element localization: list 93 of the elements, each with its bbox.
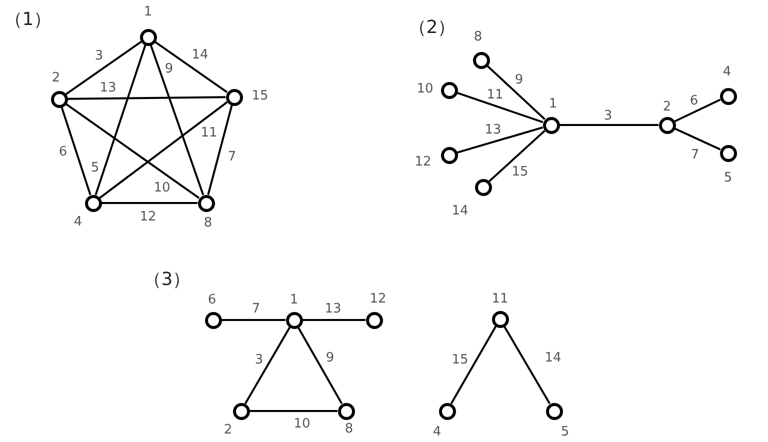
edge-label: 10 xyxy=(152,182,172,194)
vertex-circle xyxy=(440,82,458,98)
vertex-circle xyxy=(546,402,562,420)
edge-label: 3 xyxy=(254,354,264,366)
edge-line xyxy=(674,128,721,150)
vertex-number: 4 xyxy=(74,216,82,228)
vertex-circle xyxy=(720,88,736,104)
vertex-number: 14 xyxy=(452,204,468,218)
edge-line xyxy=(503,326,551,404)
edge-label: 11 xyxy=(486,88,504,102)
vertex-number: 10 xyxy=(416,82,434,96)
vertex-circle xyxy=(338,402,354,420)
edge-label: 14 xyxy=(544,352,562,364)
edge-label: 9 xyxy=(514,74,524,86)
edge-label: 15 xyxy=(450,354,470,366)
vertex-circle xyxy=(658,116,676,134)
panel-heading: （1） xyxy=(4,11,52,29)
vertex-number: 2 xyxy=(662,100,672,114)
vertex-number: 5 xyxy=(560,426,570,438)
vertex-circle xyxy=(226,88,242,106)
vertex-circle xyxy=(204,312,222,328)
edge-label: 15 xyxy=(510,166,530,178)
edge-line xyxy=(456,126,544,154)
edge-line xyxy=(154,41,228,93)
edge-line xyxy=(456,92,544,124)
edge-label: 10 xyxy=(292,418,312,430)
edge-line xyxy=(450,326,497,404)
vertex-number: 2 xyxy=(224,424,232,436)
vertex-number: 1 xyxy=(290,294,298,306)
edge-label: 13 xyxy=(484,124,502,136)
edge-line xyxy=(65,103,200,199)
edge-label: 12 xyxy=(138,210,158,224)
edge-label: 13 xyxy=(98,82,118,94)
edge-line xyxy=(60,106,92,196)
vertex-number: 6 xyxy=(208,294,216,306)
edge-label: 9 xyxy=(164,62,174,76)
vertex-number: 8 xyxy=(344,422,354,436)
vertex-circle xyxy=(492,310,508,328)
edge-label: 7 xyxy=(226,150,238,164)
vertex-circle xyxy=(720,144,736,162)
edge-line xyxy=(486,65,546,120)
edge-line xyxy=(560,124,658,126)
vertex-circle xyxy=(542,116,560,134)
edge-line xyxy=(99,101,228,199)
vertex-circle xyxy=(286,312,302,328)
vertex-circle xyxy=(140,28,156,46)
edge-line xyxy=(65,41,142,95)
vertex-circle xyxy=(50,90,68,108)
vertex-number: 8 xyxy=(204,216,212,230)
vertex-circle xyxy=(438,402,456,420)
vertex-number: 1 xyxy=(548,98,558,110)
vertex-circle xyxy=(84,194,102,212)
edge-line xyxy=(297,326,343,404)
edge-label: 14 xyxy=(190,48,210,62)
edge-line xyxy=(207,104,233,196)
edge-label: 6 xyxy=(58,146,68,158)
edge-label: 6 xyxy=(688,94,700,108)
edge-label: 7 xyxy=(690,148,700,162)
edge-label: 11 xyxy=(200,126,218,140)
edge-label: 3 xyxy=(602,110,614,122)
vertex-number: 4 xyxy=(722,66,732,78)
panel-heading: （2） xyxy=(408,19,456,37)
edge-label: 7 xyxy=(250,302,262,316)
vertex-number: 5 xyxy=(724,172,732,184)
vertex-circle xyxy=(440,146,458,164)
vertex-number: 2 xyxy=(52,72,60,84)
edge-label: 3 xyxy=(94,50,104,62)
panel-heading: （3） xyxy=(143,271,191,289)
vertex-number: 15 xyxy=(252,90,268,102)
edge-line xyxy=(250,410,338,412)
vertex-circle xyxy=(198,194,214,212)
edge-label: 9 xyxy=(324,352,336,364)
vertex-number: 8 xyxy=(474,30,482,44)
vertex-number: 12 xyxy=(370,292,386,306)
edge-line xyxy=(150,44,204,196)
vertex-circle xyxy=(232,402,250,420)
vertex-number: 12 xyxy=(414,156,432,168)
edge-label: 13 xyxy=(324,302,342,316)
edge-line xyxy=(488,130,546,182)
edge-line xyxy=(67,96,226,100)
vertex-circle xyxy=(366,312,382,328)
edge-line xyxy=(94,44,146,196)
vertex-number: 4 xyxy=(432,426,442,438)
edge-line xyxy=(244,326,291,404)
edge-line xyxy=(102,202,198,204)
edge-line xyxy=(302,319,366,321)
edge-line xyxy=(674,98,721,122)
edge-label: 5 xyxy=(90,162,100,174)
vertex-circle xyxy=(474,178,492,196)
edge-line xyxy=(222,319,286,321)
vertex-circle xyxy=(472,52,490,68)
vertex-number: 1 xyxy=(144,6,152,18)
vertex-number: 11 xyxy=(492,292,508,306)
